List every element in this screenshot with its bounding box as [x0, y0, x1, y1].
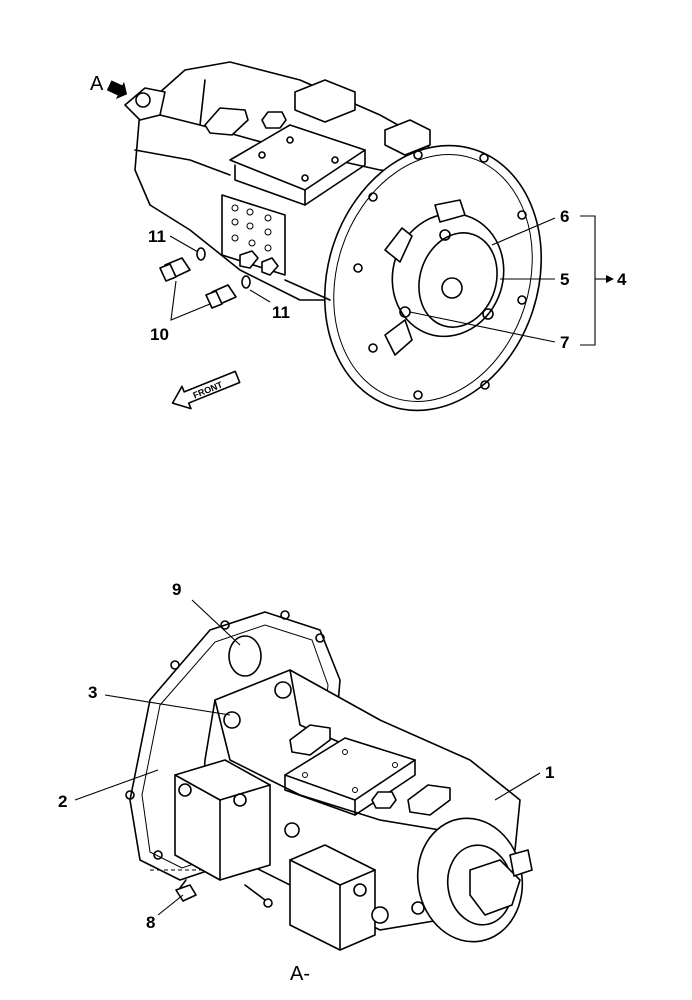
callout-11-b: 11 [272, 303, 290, 322]
callout-2: 2 [58, 792, 67, 811]
callout-4: 4 [617, 270, 627, 289]
top-pump-assembly [124, 61, 543, 412]
fitting-pair [159, 257, 237, 309]
view-marker-top: A [90, 73, 104, 95]
bottom-pump-assembly [125, 610, 533, 951]
callout-8: 8 [146, 913, 155, 932]
view-arrow-icon [106, 80, 128, 100]
callout-10: 10 [150, 325, 169, 344]
callout-1: 1 [545, 763, 554, 782]
callout-11-a: 11 [148, 227, 166, 246]
callout-5: 5 [560, 270, 569, 289]
top-leader-lines [169, 215, 614, 346]
o-ring-pair [196, 247, 251, 289]
callout-7: 7 [560, 333, 569, 352]
front-arrow-icon: FRONT [171, 370, 241, 410]
callout-6: 6 [560, 207, 569, 226]
callout-3: 3 [88, 683, 97, 702]
view-marker-bottom: A- [290, 963, 310, 985]
bottom-leader-lines [74, 599, 541, 916]
callout-9: 9 [172, 580, 181, 599]
